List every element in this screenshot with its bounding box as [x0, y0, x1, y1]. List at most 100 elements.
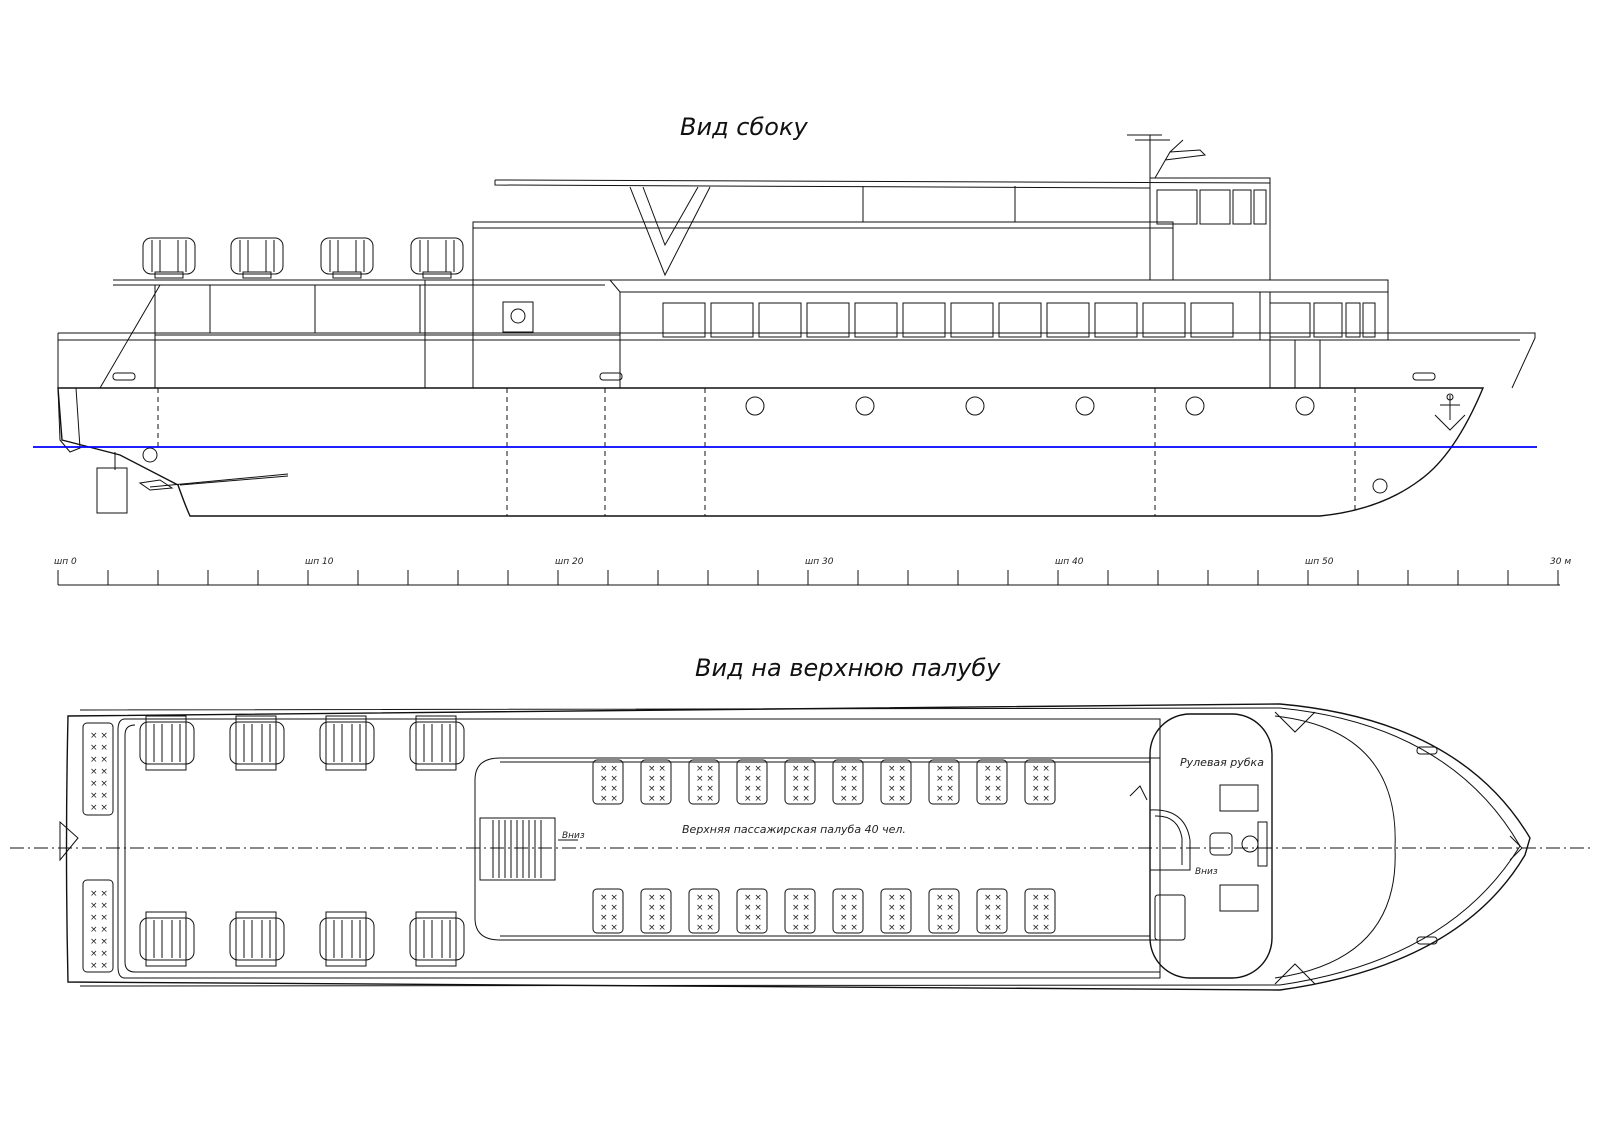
life-raft-icon [229, 911, 285, 967]
passenger-deck-label: Верхняя пассажирская палуба 40 чел. [682, 823, 906, 836]
svg-text:× ×: × × [90, 949, 108, 959]
svg-text:× ×: × × [792, 903, 810, 913]
svg-text:× ×: × × [840, 913, 858, 923]
svg-text:× ×: × × [936, 913, 954, 923]
hull-outline [57, 387, 1485, 517]
side-view: Вид сбоку [33, 113, 1537, 517]
life-raft-icon [139, 715, 195, 771]
svg-text:× ×: × × [888, 784, 906, 794]
svg-text:× ×: × × [600, 784, 618, 794]
svg-text:× ×: × × [840, 774, 858, 784]
svg-text:× ×: × × [792, 923, 810, 933]
bulwark [57, 332, 1536, 389]
top-wheelhouse [1149, 713, 1273, 979]
svg-text:× ×: × × [744, 903, 762, 913]
life-raft-icon [410, 237, 464, 279]
propulsion [96, 447, 1388, 514]
svg-text:× ×: × × [792, 794, 810, 804]
inner-deck [117, 718, 1161, 979]
svg-text:× ×: × × [648, 774, 666, 784]
stairs-down: Вниз [479, 817, 585, 881]
svg-text:× ×: × × [1032, 774, 1050, 784]
svg-text:× ×: × × [936, 893, 954, 903]
svg-text:× ×: × × [984, 893, 1002, 903]
life-rafts [142, 237, 464, 279]
seat-icon: × ×× ×× ×× × [1024, 888, 1056, 934]
svg-text:× ×: × × [90, 803, 108, 813]
seat-icon: × ×× ×× ×× × [928, 759, 960, 805]
svg-text:× ×: × × [648, 913, 666, 923]
svg-text:× ×: × × [696, 923, 714, 933]
svg-text:× ×: × × [744, 784, 762, 794]
svg-text:× ×: × × [90, 755, 108, 765]
bulkheads [157, 388, 1356, 516]
svg-text:× ×: × × [888, 903, 906, 913]
seat-marks-aft: × ×× ×× × × ×× ×× ×× × × ×× ×× × × ×× ××… [90, 731, 108, 971]
upper-rail [472, 221, 1174, 281]
svg-text:× ×: × × [600, 923, 618, 933]
seat-icon: × ×× ×× ×× × [640, 888, 672, 934]
top-life-rafts [139, 715, 465, 967]
steering-wheel-icon [1241, 835, 1259, 853]
svg-text:× ×: × × [696, 774, 714, 784]
passenger-seats: × ×× ×× ×× ×× ×× ×× ×× ×× ×× ×× ×× ×× ××… [592, 759, 1056, 934]
side-view-title: Вид сбоку [680, 113, 808, 141]
svg-text:× ×: × × [648, 923, 666, 933]
seat-icon: × ×× ×× ×× × [688, 888, 720, 934]
anchor-icon [1434, 393, 1466, 431]
svg-text:× ×: × × [696, 794, 714, 804]
svg-text:× ×: × × [888, 764, 906, 774]
svg-text:× ×: × × [792, 764, 810, 774]
svg-text:× ×: × × [696, 764, 714, 774]
svg-text:× ×: × × [792, 784, 810, 794]
svg-text:× ×: × × [936, 923, 954, 933]
svg-text:× ×: × × [936, 903, 954, 913]
svg-text:× ×: × × [1032, 903, 1050, 913]
wheelhouse [1149, 177, 1271, 281]
svg-text:× ×: × × [90, 779, 108, 789]
svg-text:× ×: × × [90, 937, 108, 947]
svg-text:× ×: × × [984, 923, 1002, 933]
svg-text:× ×: × × [744, 893, 762, 903]
stern-post [57, 387, 81, 453]
svg-text:× ×: × × [90, 961, 108, 971]
svg-text:× ×: × × [696, 903, 714, 913]
frame-scale: шп 0 шп 10 шп 20 шп 30 шп 40 шп 50 30 м [54, 557, 1571, 586]
scale-label-50: шп 50 [1305, 557, 1334, 567]
seat-icon: × ×× ×× ×× × [736, 888, 768, 934]
svg-text:× ×: × × [696, 784, 714, 794]
svg-text:× ×: × × [936, 774, 954, 784]
upper-deck-edge [113, 279, 1389, 293]
svg-text:× ×: × × [648, 903, 666, 913]
top-view: Вид на верхнюю палубу × ×× ×× × × ×× ×× … [10, 654, 1590, 991]
svg-text:× ×: × × [792, 913, 810, 923]
svg-text:× ×: × × [90, 901, 108, 911]
svg-text:× ×: × × [840, 784, 858, 794]
svg-text:× ×: × × [888, 923, 906, 933]
seat-icon: × ×× ×× ×× × [880, 888, 912, 934]
seat-icon: × ×× ×× ×× × [784, 888, 816, 934]
rudder [96, 467, 128, 514]
wheelhouse-down-label: Вниз [1195, 867, 1218, 877]
seat-icon: × ×× ×× ×× × [976, 888, 1008, 934]
scale-label-end: 30 м [1550, 557, 1571, 567]
svg-text:× ×: × × [696, 893, 714, 903]
scale-label-10: шп 10 [305, 557, 334, 567]
life-raft-icon [319, 911, 375, 967]
svg-text:× ×: × × [90, 791, 108, 801]
top-view-title: Вид на верхнюю палубу [695, 654, 1001, 682]
shaft [149, 473, 289, 488]
mast-icon [1127, 134, 1207, 179]
svg-text:× ×: × × [840, 923, 858, 933]
seat-icon: × ×× ×× ×× × [640, 759, 672, 805]
canopy-support [629, 186, 711, 277]
seat-icon: × ×× ×× ×× × [928, 888, 960, 934]
passenger-area [474, 757, 1160, 941]
svg-text:× ×: × × [840, 903, 858, 913]
svg-text:× ×: × × [888, 774, 906, 784]
porthole-icon [745, 396, 765, 416]
svg-text:× ×: × × [1032, 794, 1050, 804]
scale-label-0: шп 0 [54, 557, 77, 567]
scale-label-20: шп 20 [555, 557, 584, 567]
